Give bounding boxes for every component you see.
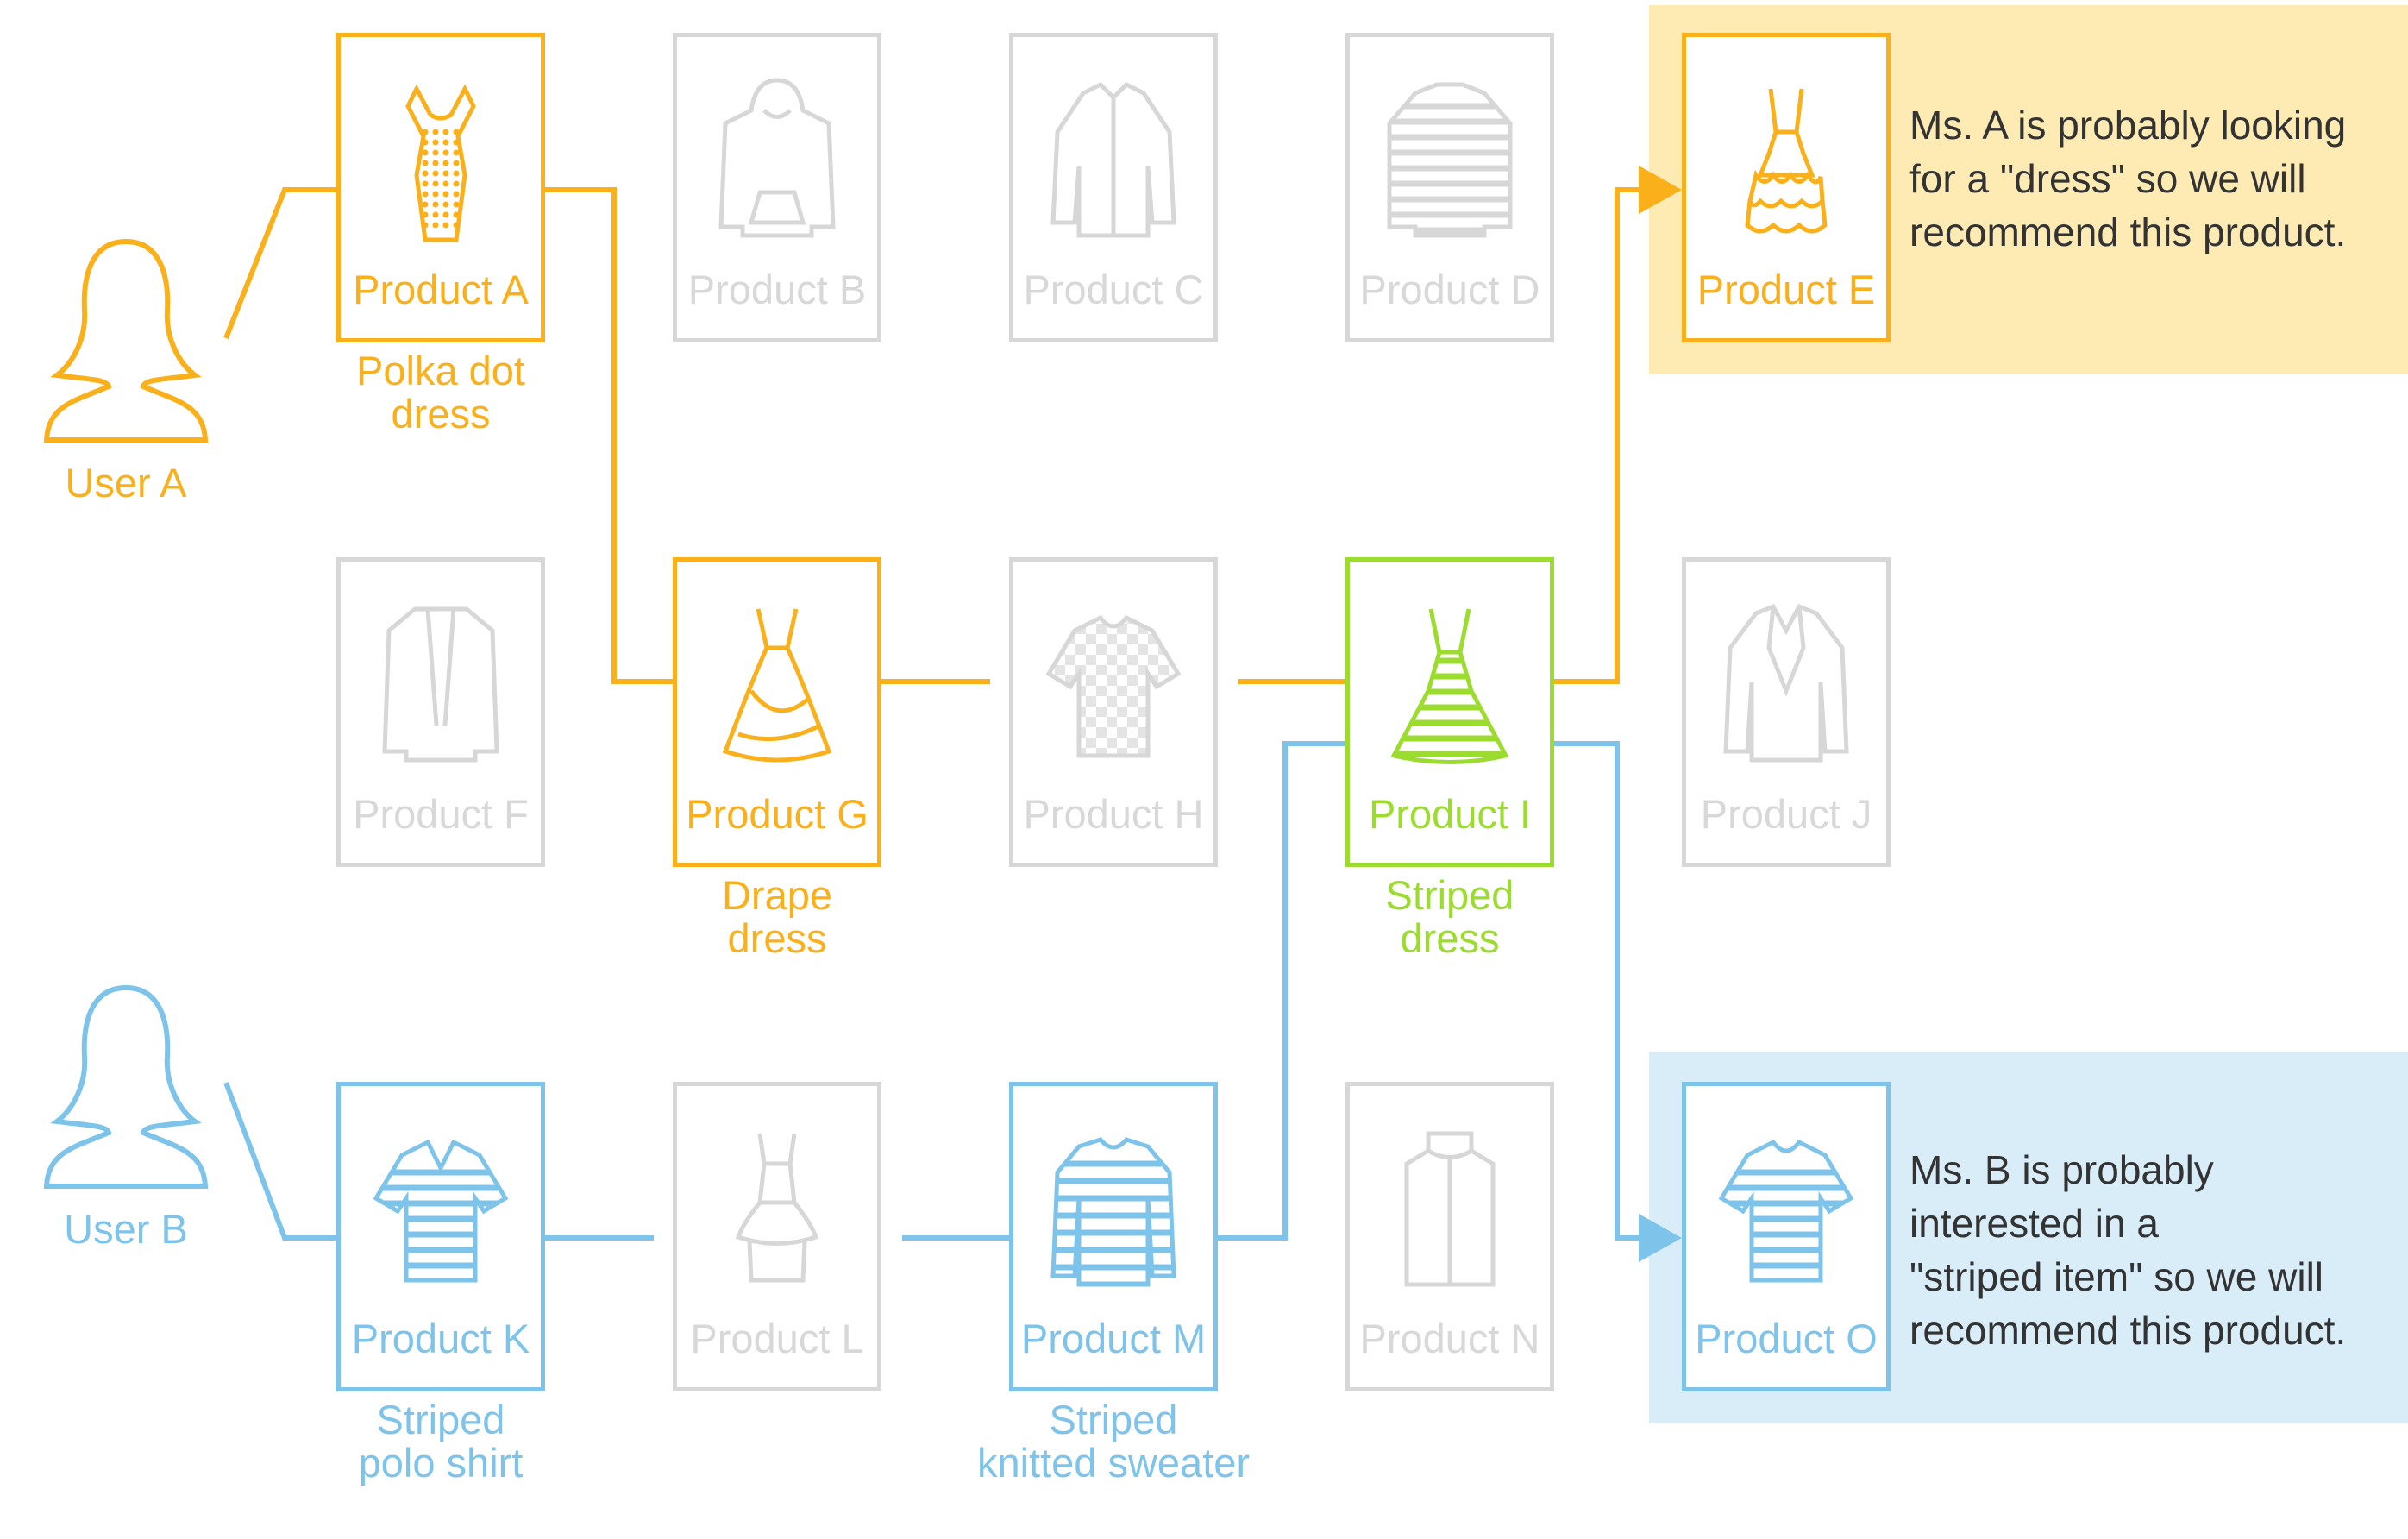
striped-dress-icon bbox=[1390, 608, 1509, 764]
hoodie-icon bbox=[718, 78, 836, 238]
ruffle-dress-icon bbox=[1745, 88, 1828, 234]
product-image bbox=[1350, 1121, 1550, 1293]
product-card-n: Product N bbox=[1345, 1082, 1554, 1391]
product-image bbox=[1013, 596, 1213, 769]
arrow-head bbox=[1639, 166, 1682, 214]
connector-line bbox=[1554, 187, 1647, 684]
product-label: Product O bbox=[1695, 1316, 1878, 1361]
product-image bbox=[1686, 596, 1886, 769]
striped-tshirt-icon bbox=[1718, 1139, 1854, 1283]
product-label: Product M bbox=[1020, 1316, 1207, 1361]
user-avatar-icon bbox=[43, 984, 209, 1189]
user-b: User B bbox=[31, 979, 221, 1252]
product-image bbox=[1013, 72, 1213, 244]
drape-dress-icon bbox=[722, 608, 832, 763]
product-label: Product D bbox=[1359, 267, 1540, 312]
product-caption-a: Polka dot dress bbox=[356, 348, 525, 437]
product-card-a: Product A bbox=[336, 33, 545, 342]
product-card-k: Product K bbox=[336, 1082, 545, 1391]
user-a-label: User A bbox=[65, 460, 187, 506]
product-label: Product A bbox=[353, 267, 529, 312]
blouse-icon bbox=[1050, 81, 1176, 238]
product-label: Product B bbox=[687, 267, 867, 312]
user-b-label: User B bbox=[64, 1206, 188, 1252]
product-caption-m: Striped knitted sweater bbox=[976, 1397, 1251, 1486]
arrow-head bbox=[1639, 1214, 1682, 1262]
peplum-dress-icon bbox=[735, 1133, 819, 1283]
connector-line bbox=[1554, 741, 1647, 1241]
product-label: Product N bbox=[1359, 1316, 1540, 1361]
striped-jacket-icon bbox=[1387, 82, 1513, 238]
connector-line bbox=[1218, 741, 1345, 1241]
product-caption-k: Striped polo shirt bbox=[358, 1397, 524, 1486]
user-b-path bbox=[223, 741, 1682, 1262]
product-card-c: Product C bbox=[1009, 33, 1218, 342]
product-label: Product K bbox=[351, 1316, 530, 1361]
vest-icon bbox=[1404, 1131, 1496, 1287]
user-avatar-icon bbox=[43, 238, 209, 443]
product-image bbox=[1350, 72, 1550, 244]
product-image bbox=[1686, 1121, 1886, 1293]
product-label: Product J bbox=[1700, 791, 1872, 837]
product-label: Product I bbox=[1368, 791, 1532, 837]
connector-line bbox=[223, 1081, 336, 1241]
product-image bbox=[341, 1121, 541, 1293]
product-caption-g: Drape dress bbox=[721, 872, 832, 961]
product-card-g: Product G bbox=[673, 557, 881, 867]
product-image bbox=[1013, 1121, 1213, 1293]
striped-polo-icon bbox=[373, 1139, 509, 1283]
user-a-path bbox=[223, 166, 1682, 684]
product-label: Product H bbox=[1023, 791, 1204, 837]
product-card-h: Product H bbox=[1009, 557, 1218, 867]
product-image bbox=[341, 596, 541, 769]
product-caption-i: Striped dress bbox=[1385, 872, 1514, 961]
product-label: Product G bbox=[686, 791, 869, 837]
cardigan-icon bbox=[382, 606, 499, 763]
product-image bbox=[677, 1121, 877, 1293]
recommendation-note-user-a: Ms. A is probably looking for a "dress" … bbox=[1909, 103, 2347, 254]
product-card-o: Product O bbox=[1682, 1082, 1891, 1391]
product-label: Product F bbox=[353, 791, 529, 837]
product-image bbox=[677, 596, 877, 769]
product-image bbox=[341, 72, 541, 244]
product-card-d: Product D bbox=[1345, 33, 1554, 342]
user-a: User A bbox=[31, 233, 221, 506]
product-card-f: Product F bbox=[336, 557, 545, 867]
striped-sweater-icon bbox=[1050, 1137, 1176, 1287]
product-card-e: Product E bbox=[1682, 33, 1891, 342]
blazer-icon bbox=[1723, 603, 1849, 763]
product-card-l: Product L bbox=[673, 1082, 881, 1391]
recommendation-note-user-b: Ms. B is probably interested in a "strip… bbox=[1909, 1147, 2347, 1353]
product-image bbox=[1350, 596, 1550, 769]
product-label: Product L bbox=[690, 1316, 864, 1361]
product-label: Product C bbox=[1023, 267, 1204, 312]
product-image bbox=[677, 72, 877, 244]
product-card-j: Product J bbox=[1682, 557, 1891, 867]
product-label: Product E bbox=[1696, 267, 1876, 312]
product-card-b: Product B bbox=[673, 33, 881, 342]
product-image bbox=[1686, 72, 1886, 244]
product-card-i: Product I bbox=[1345, 557, 1554, 867]
connector-line bbox=[545, 187, 673, 684]
connector-line bbox=[223, 187, 336, 340]
polka-dot-dress-icon bbox=[405, 84, 476, 242]
checked-tshirt-icon bbox=[1045, 614, 1182, 758]
product-card-m: Product M bbox=[1009, 1082, 1218, 1391]
